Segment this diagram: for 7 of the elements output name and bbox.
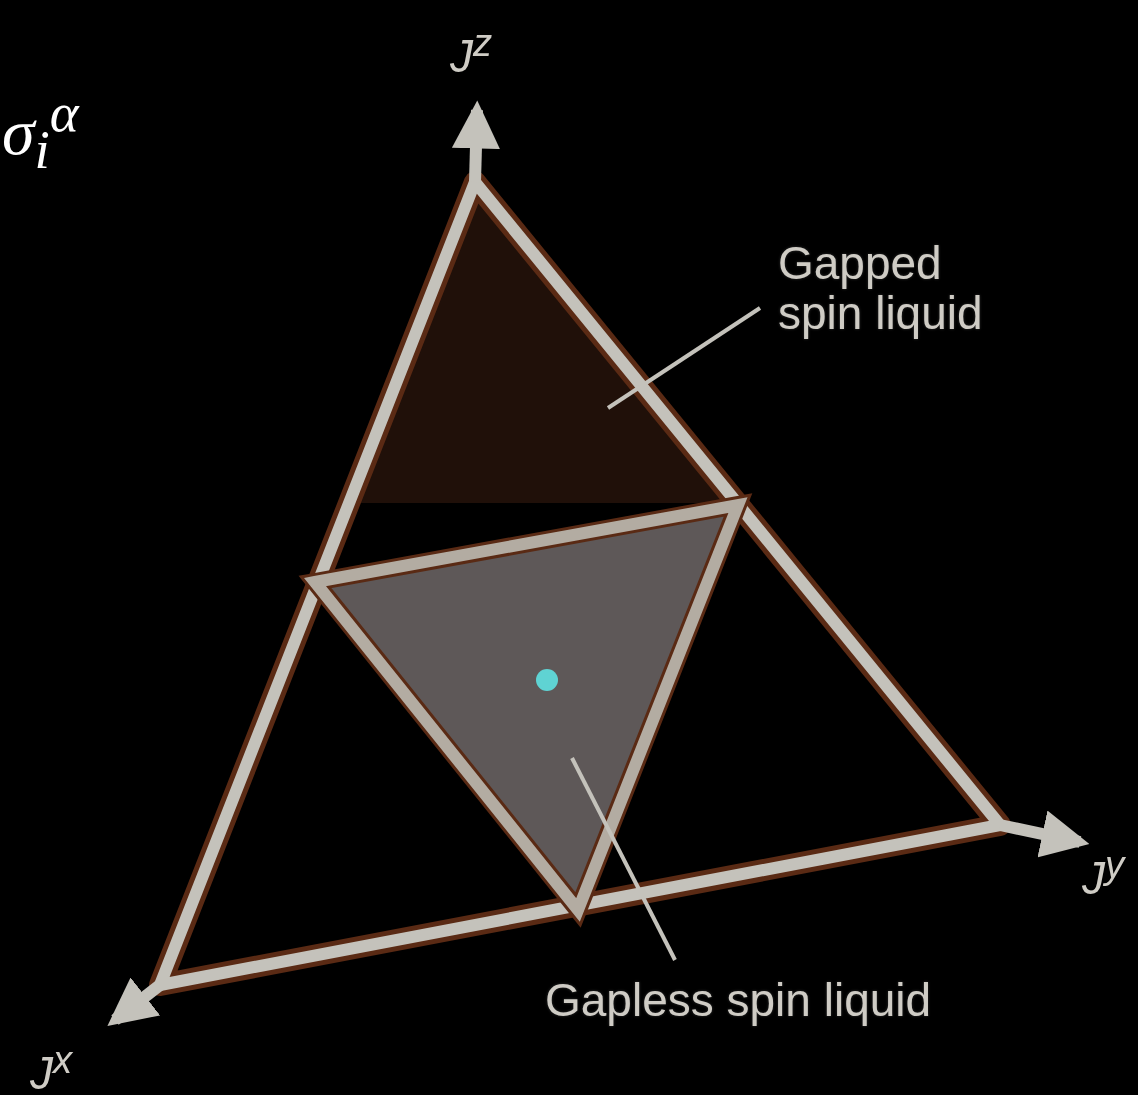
leader-line [606, 306, 762, 410]
leader-line [570, 757, 677, 961]
axis-label: J$^{y}$ [1082, 842, 1125, 904]
axis-label: J$^{z}$ [450, 20, 493, 82]
region-label: Gapped spin liquid [778, 238, 1028, 338]
region-label: Gapless spin liquid [545, 975, 1015, 1025]
axis-label: J$^{x}$ [30, 1037, 73, 1095]
